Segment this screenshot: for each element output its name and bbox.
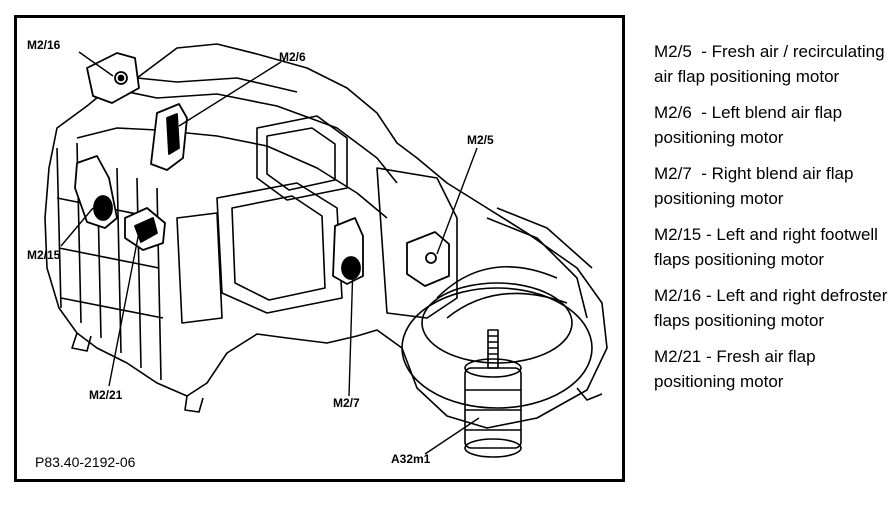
callout-m2-16: M2/16 [27,38,61,52]
legend-desc: Fresh air / recirculating air flap posit… [654,42,885,86]
figure-code: P83.40-2192-06 [35,454,136,470]
legend-code: M2/7 [654,164,692,183]
legend-desc: Left and right footwell flaps positionin… [654,225,878,269]
legend: M2/5 - Fresh air / recirculating air fla… [654,40,888,406]
legend-code: M2/16 [654,286,702,305]
legend-item-m2-6: M2/6 - Left blend air flap positioning m… [654,103,843,147]
legend-item-m2-16: M2/16 - Left and right defroster flaps p… [654,286,888,330]
legend-desc: Right blend air flap positioning motor [654,164,854,208]
callout-m2-15: M2/15 [27,248,61,262]
legend-item-m2-7: M2/7 - Right blend air flap positioning … [654,164,854,208]
legend-item-m2-5: M2/5 - Fresh air / recirculating air fla… [654,42,885,86]
motor-m2-16 [86,52,140,104]
legend-desc: Left blend air flap positioning motor [654,103,843,147]
housing-outline [44,43,608,429]
callout-m2-7: M2/7 [333,396,360,410]
legend-item-m2-21: M2/21 - Fresh air flap positioning motor [654,347,816,391]
legend-desc: Fresh air flap positioning motor [654,347,816,391]
hvac-unit-drawing [44,43,608,458]
legend-code: M2/6 [654,103,692,122]
legend-item-m2-15: M2/15 - Left and right footwell flaps po… [654,225,878,269]
legend-code: M2/21 [654,347,702,366]
callout-m2-21: M2/21 [89,388,123,402]
blower-housing [401,287,593,409]
diagram-frame: M2/16 M2/6 M2/5 M2/15 M2/21 M2/7 A32m1 P… [14,15,625,482]
callout-m2-6: M2/6 [279,50,306,64]
legend-code: M2/15 [654,225,702,244]
legend-desc: Left and right defroster flaps positioni… [654,286,888,330]
callout-m2-5: M2/5 [467,133,494,147]
callout-a32m1: A32m1 [391,452,431,466]
legend-code: M2/5 [654,42,692,61]
motor-m2-15 [74,155,118,229]
